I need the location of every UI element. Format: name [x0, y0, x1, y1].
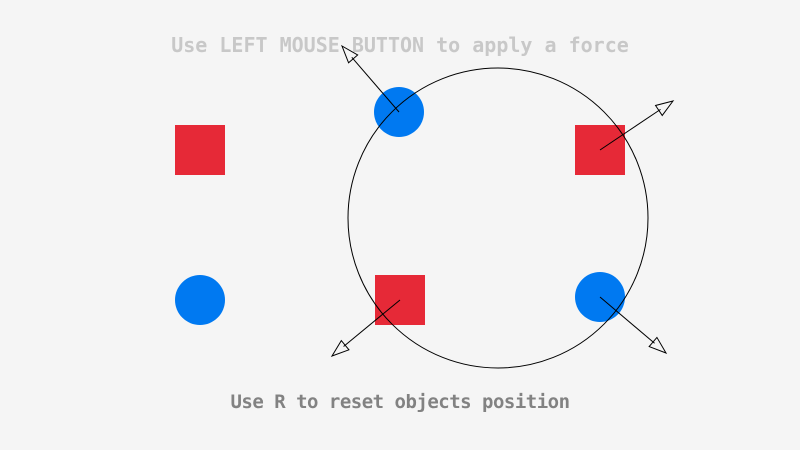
- physics-body-circle-left[interactable]: [175, 275, 225, 325]
- force-arrow-head: [654, 100, 675, 117]
- instruction-apply-force: Use LEFT MOUSE BUTTON to apply a force: [171, 33, 629, 57]
- force-arrow-shaft: [599, 296, 655, 344]
- instruction-reset: Use R to reset objects position: [230, 391, 570, 413]
- force-arrow-head: [648, 336, 668, 354]
- boundary-circle: [347, 67, 649, 369]
- force-arrow-shaft: [343, 299, 401, 347]
- physics-body-square-left[interactable]: [175, 125, 225, 175]
- force-arrow-shaft: [599, 108, 661, 151]
- force-arrow-head: [330, 339, 350, 357]
- force-arrow-shaft: [351, 57, 400, 113]
- force-arrow-head: [341, 44, 359, 64]
